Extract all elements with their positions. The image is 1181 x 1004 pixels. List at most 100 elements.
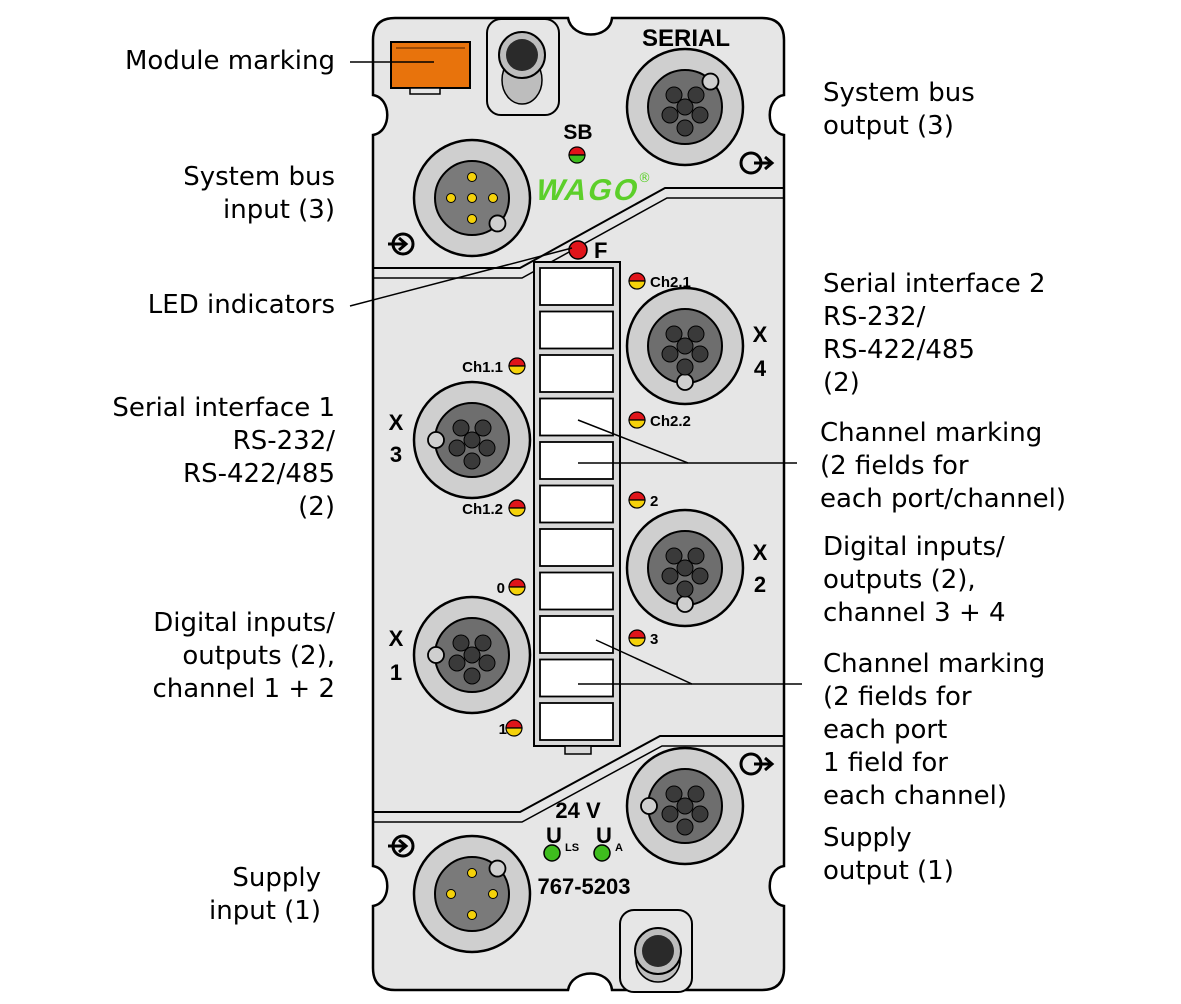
connector-supply-input xyxy=(412,834,532,954)
label-line: Channel marking xyxy=(820,418,1043,448)
marking-fields xyxy=(539,267,614,741)
led-1 xyxy=(505,719,523,737)
marking-field xyxy=(539,658,614,698)
connector-x1 xyxy=(412,595,532,715)
supply-output-arrow-icon xyxy=(739,752,775,776)
upper-section-line xyxy=(373,187,784,269)
label-line: outputs (2), xyxy=(823,565,976,595)
label-line: output (3) xyxy=(823,111,954,141)
label-line: each channel) xyxy=(823,781,1007,811)
u-a-label: U xyxy=(596,823,612,848)
voltage-label: 24 V xyxy=(555,798,601,823)
marking-field xyxy=(539,702,614,741)
module-marking-tag xyxy=(390,41,471,89)
led-ch2-2 xyxy=(628,411,646,429)
led-label-ch2-1: Ch2.1 xyxy=(650,274,691,291)
u-ls-led xyxy=(543,844,561,862)
upper-section-line-2 xyxy=(373,197,784,279)
led-label-ch2-2: Ch2.2 xyxy=(650,413,691,430)
label-led-indicators: LED indicators xyxy=(148,289,335,322)
label-line: System bus xyxy=(823,78,975,108)
led-3 xyxy=(628,629,646,647)
connector-x3 xyxy=(412,380,532,500)
label-line: channel 1 + 2 xyxy=(152,674,335,704)
label-line: each port xyxy=(823,715,948,745)
marking-field xyxy=(539,615,614,654)
label-module-marking: Module marking xyxy=(125,45,335,78)
label-line: Channel marking xyxy=(823,649,1046,679)
wago-logo: WAGO xyxy=(532,173,644,206)
led-label-0: 0 xyxy=(497,580,505,597)
connector-x2 xyxy=(625,508,745,628)
label-line: (2) xyxy=(298,492,335,522)
label-line: RS-422/485 xyxy=(823,335,975,365)
label-line: (2) xyxy=(823,368,860,398)
connector-system-bus-input xyxy=(412,138,532,258)
bus-output-arrow-icon xyxy=(739,151,775,175)
label-line: Serial interface 1 xyxy=(112,393,335,423)
marking-field xyxy=(539,267,614,306)
marking-field xyxy=(539,528,614,567)
label-line: Digital inputs/ xyxy=(153,608,335,638)
lower-section-line-2 xyxy=(373,745,784,823)
led-label-ch1-2: Ch1.2 xyxy=(462,501,503,518)
led-0 xyxy=(508,578,526,596)
label-line: (2 fields for xyxy=(820,451,969,481)
channel-leds xyxy=(505,272,646,737)
marking-field xyxy=(539,484,614,524)
registered-mark-icon: ® xyxy=(638,171,651,186)
led-ch1-2 xyxy=(508,499,526,517)
label-line: RS-232/ xyxy=(232,426,335,456)
led-label-ch1-1: Ch1.1 xyxy=(462,359,503,376)
sb-label: SB xyxy=(563,121,592,144)
bus-input-arrow-icon xyxy=(388,232,415,256)
connectors xyxy=(412,47,745,954)
fault-label: F xyxy=(594,238,607,263)
supply-input-arrow-icon xyxy=(388,834,415,858)
label-line: outputs (2), xyxy=(182,641,335,671)
label-line: Supply xyxy=(232,863,321,893)
label-digital-io-2: Digital inputs/outputs (2),channel 3 + 4 xyxy=(823,531,1006,630)
serial-header: SERIAL xyxy=(642,25,730,52)
label-line: Module marking xyxy=(124,46,335,76)
led-label-3: 3 xyxy=(650,631,658,648)
port-x3-letter: X xyxy=(389,410,404,435)
port-x2-number: 2 xyxy=(754,572,766,597)
leader-led-indicators xyxy=(349,247,573,307)
port-x1-letter: X xyxy=(389,626,404,651)
marking-field xyxy=(539,571,614,611)
led-ch1-1 xyxy=(508,357,526,375)
u-ls-sub-label: LS xyxy=(565,842,579,854)
label-line: RS-422/485 xyxy=(183,459,335,489)
label-line: Supply xyxy=(823,823,912,853)
label-line: each port/channel) xyxy=(820,484,1067,514)
label-line: 1 field for xyxy=(823,748,948,778)
label-line: input (3) xyxy=(223,195,335,225)
u-a-led xyxy=(593,844,611,862)
label-line: RS-232/ xyxy=(823,302,926,332)
connector-system-bus-output xyxy=(625,47,745,167)
port-x4-letter: X xyxy=(753,322,768,347)
label-line: input (1) xyxy=(209,896,321,926)
connector-x4 xyxy=(625,286,745,406)
label-line: Digital inputs/ xyxy=(823,532,1005,562)
led-label-2: 2 xyxy=(650,493,658,510)
u-a-sub-label: A xyxy=(615,842,623,854)
port-x3-number: 3 xyxy=(390,442,402,467)
connector-supply-output xyxy=(625,746,745,866)
label-line: System bus xyxy=(183,162,335,192)
label-line: channel 3 + 4 xyxy=(823,598,1006,628)
fault-led xyxy=(568,240,588,260)
label-line: output (1) xyxy=(823,856,954,886)
label-line: LED indicators xyxy=(147,290,335,320)
port-x2-letter: X xyxy=(753,540,768,565)
leader-lines xyxy=(349,61,802,685)
lower-section-line xyxy=(373,735,784,813)
label-line: (2 fields for xyxy=(823,682,972,712)
